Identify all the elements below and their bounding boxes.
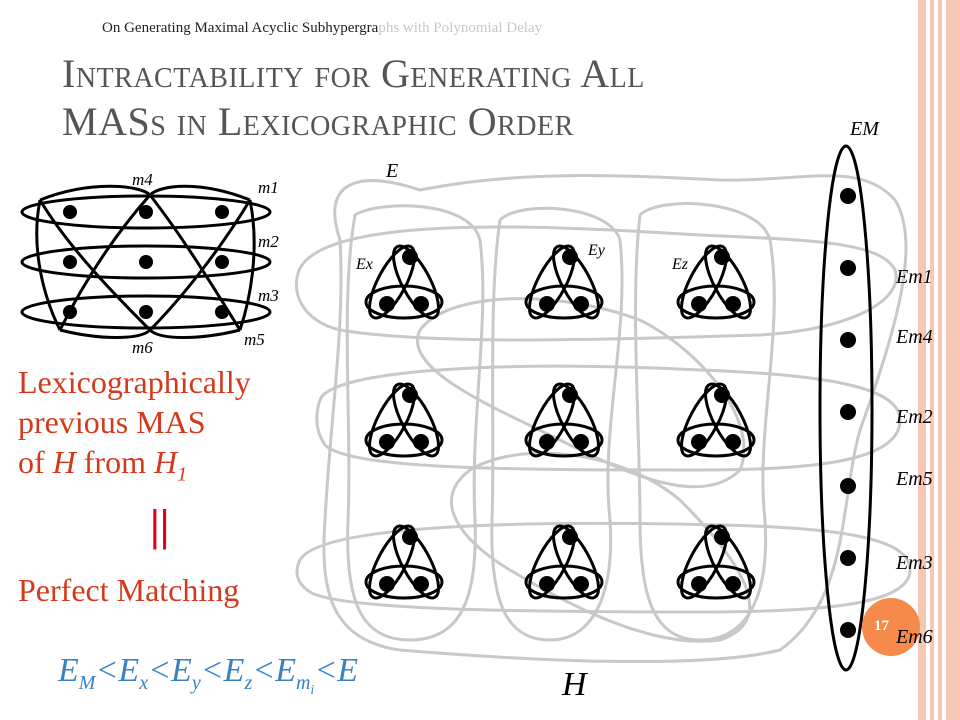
label-m1: m1 <box>258 178 279 197</box>
em-column <box>818 144 874 672</box>
lex-line3: of H from H1 <box>18 444 188 486</box>
gadget-r2c3 <box>671 376 761 464</box>
label-em1: Em1 <box>896 266 933 288</box>
lexicographic-text: Lexicographically previous MAS of H from… <box>18 362 251 494</box>
label-em3: Em3 <box>896 552 933 574</box>
slide-title: Intractability for Generating All MASs i… <box>62 50 645 146</box>
gadget-r2c2 <box>519 376 609 464</box>
label-em2: Em2 <box>896 406 933 428</box>
gadget-r3c2 <box>519 518 609 606</box>
page-number: 17 <box>874 618 889 634</box>
running-header-dark: On Generating Maximal Acyclic Subhypergr… <box>102 20 379 36</box>
label-ey: Ey <box>588 242 605 259</box>
label-ez: Ez <box>672 256 688 273</box>
page-number-badge <box>862 598 920 656</box>
slide-title-line1: Intractability for Generating All <box>62 51 645 96</box>
running-header: On Generating Maximal Acyclic Subhypergr… <box>102 20 542 37</box>
small-hypergraph <box>20 184 272 339</box>
lex-line1: Lexicographically <box>18 364 251 400</box>
label-h: H <box>562 666 587 703</box>
gray-hyperedge-e <box>322 174 908 664</box>
slide-title-line2: MASs in Lexicographic Order <box>62 99 574 144</box>
label-em6: Em6 <box>896 626 933 648</box>
label-em: EM <box>850 118 879 140</box>
label-em5: Em5 <box>896 468 933 490</box>
perfect-matching-text: Perfect Matching <box>18 572 240 608</box>
gray-hyperedge-diag2 <box>450 451 752 643</box>
gadget-r3c3 <box>671 518 761 606</box>
gadget-r2c1 <box>359 376 449 464</box>
gadget-grid <box>359 238 761 606</box>
label-m5: m5 <box>244 330 265 349</box>
gadget-r1c3 <box>671 238 761 326</box>
label-m3: m3 <box>258 286 279 305</box>
label-ex: Ex <box>356 256 373 273</box>
equivalence-sign: || <box>150 501 170 550</box>
label-em4: Em4 <box>896 326 933 348</box>
gray-hyperedge-row2 <box>315 364 902 472</box>
label-m6: m6 <box>132 338 153 357</box>
label-e: E <box>386 160 399 182</box>
gadget-r1c1 <box>359 238 449 326</box>
gadget-r3c1 <box>359 518 449 606</box>
running-header-light: phs with Polynomial Delay <box>378 20 543 36</box>
label-m2: m2 <box>258 232 279 251</box>
gray-hyperedge-row3 <box>295 521 912 614</box>
gray-hyperedge-col3 <box>634 202 776 642</box>
lex-line2: previous MAS <box>18 404 206 440</box>
gray-hyperedge-diag1 <box>416 297 746 489</box>
label-m4: m4 <box>132 170 153 189</box>
right-border-stripes <box>918 0 960 720</box>
gray-hyperedges <box>294 174 912 664</box>
gray-hyperedge-col1 <box>345 204 485 642</box>
lexicographic-order: EM<Ex<Ey<Ez<Emi<E <box>58 652 359 698</box>
gray-hyperedge-row1 <box>294 225 898 342</box>
